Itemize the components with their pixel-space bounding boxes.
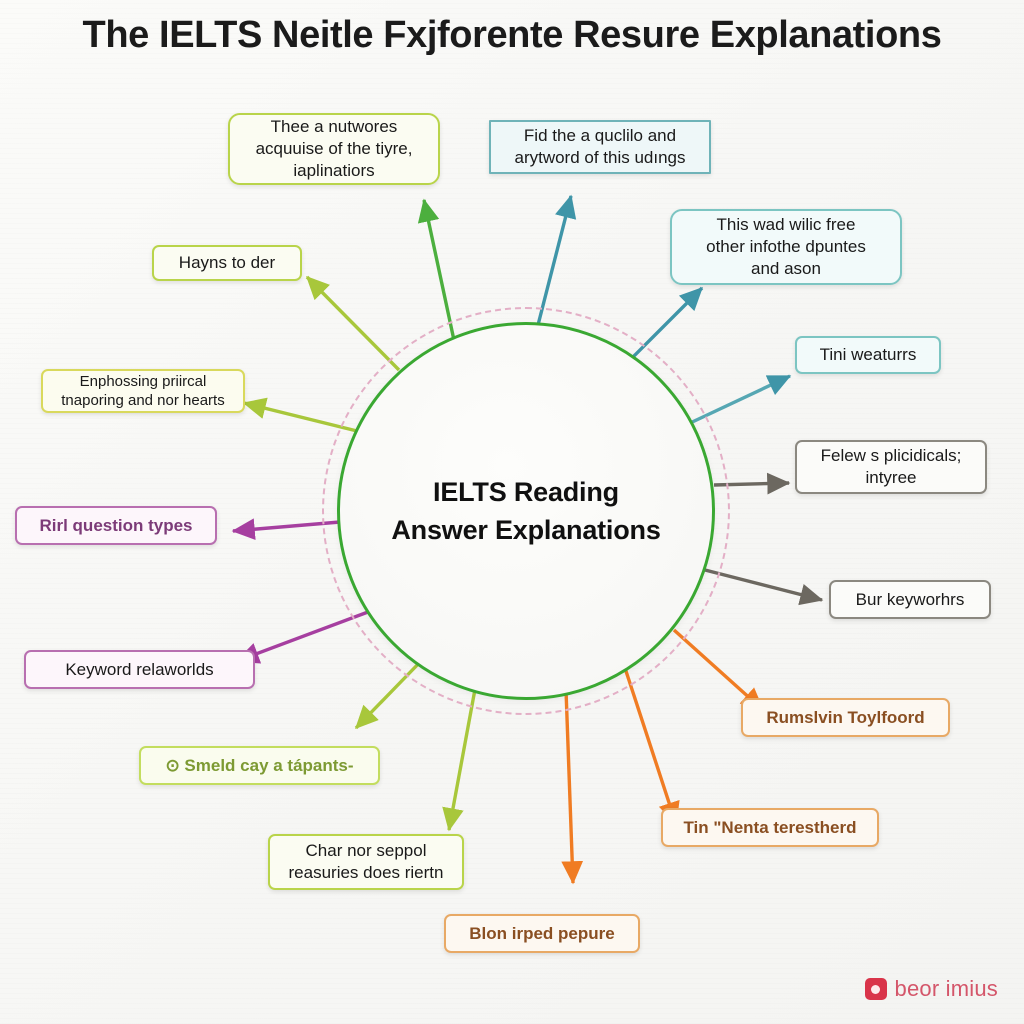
hub-label: IELTS Reading Answer Explanations: [391, 473, 660, 550]
node-left-lower[interactable]: Keyword relaworlds: [24, 650, 255, 689]
node-left-upper-label: Enphossing priircal tnaporing and nor he…: [61, 372, 224, 410]
node-right-upper-label: Tini weaturrs: [819, 345, 917, 365]
node-line: and ason: [751, 258, 821, 278]
hub-label-line2: Answer Explanations: [391, 515, 661, 545]
connector-bottom-right-upper: [672, 628, 765, 712]
connector-bottom-left-upper: [354, 656, 426, 730]
node-bottom-left-upper-label: ⊙ Smeld cay a tápants-: [165, 755, 354, 775]
connector-left-lower: [235, 610, 369, 664]
node-line: This wad wilic free: [716, 215, 856, 235]
node-top-center[interactable]: Fid the a quclilo and arytword of this u…: [489, 120, 711, 174]
page-title: The IELTS Neitle Fxjforente Resure Expla…: [82, 14, 942, 56]
node-top-center-label: Fid the a quclilo and arytword of this u…: [514, 125, 685, 169]
node-bottom-left-upper[interactable]: ⊙ Smeld cay a tápants-: [139, 746, 380, 785]
node-bottom-right-lower-label: Tin "Nenta terestherd: [683, 817, 857, 837]
node-left-mid[interactable]: Rirl question types: [15, 506, 217, 545]
connector-top-center: [536, 194, 577, 326]
node-line: reasuries does riertn: [288, 863, 444, 882]
node-line: Char nor seppol: [305, 841, 427, 861]
connector-top-left: [417, 198, 457, 346]
node-bottom-left-lower[interactable]: Char nor seppol reasuries does riertn: [268, 834, 464, 890]
node-line: iaplinatiors: [293, 160, 375, 180]
node-bottom-left-lower-label: Char nor seppol reasuries does riertn: [289, 840, 444, 884]
node-line: arytword of this udıngs: [514, 148, 686, 167]
node-line: acquuise of the tiyre,: [255, 139, 413, 159]
connector-right-mid: [713, 472, 791, 495]
node-top-right-label: This wad wilic free other infothe dpunte…: [706, 214, 866, 279]
node-top-left[interactable]: Thee a nutwores acquuise of the tiyre, i…: [228, 113, 440, 185]
connector-bottom-right-lower: [622, 664, 680, 826]
node-right-mid[interactable]: Felew s plicidicals; intyree: [795, 440, 987, 494]
node-line: Enphossing priircal: [79, 372, 207, 390]
node-left-top[interactable]: Hayns to der: [152, 245, 302, 281]
connector-bottom-center: [561, 689, 584, 885]
connector-right-lower: [704, 568, 824, 606]
node-bottom-right-lower[interactable]: Tin "Nenta terestherd: [661, 808, 879, 847]
node-right-mid-label: Felew s plicidicals; intyree: [821, 445, 962, 489]
hub-label-line1: IELTS Reading: [433, 476, 619, 507]
central-hub[interactable]: IELTS Reading Answer Explanations: [337, 322, 715, 700]
node-top-left-label: Thee a nutwores acquuise of the tiyre, i…: [256, 116, 413, 181]
node-line: intyree: [865, 468, 917, 487]
connector-left-top: [305, 275, 401, 372]
connector-left-upper: [242, 397, 358, 433]
node-bottom-center-label: Blon irped pepure: [469, 923, 615, 943]
node-right-upper[interactable]: Tini weaturrs: [795, 336, 941, 374]
node-left-lower-label: Keyword relaworlds: [65, 659, 214, 679]
node-line: Thee a nutwores: [270, 117, 398, 137]
node-bottom-center[interactable]: Blon irped pepure: [444, 914, 640, 953]
node-top-right[interactable]: This wad wilic free other infothe dpunte…: [670, 209, 902, 285]
node-line: Felew s plicidicals;: [820, 446, 962, 466]
watermark-logo-icon: [864, 978, 887, 1000]
connector-top-right: [625, 286, 704, 365]
node-line: other infothe dpuntes: [706, 237, 866, 257]
connector-bottom-left-lower: [442, 672, 480, 832]
node-left-upper[interactable]: Enphossing priircal tnaporing and nor he…: [41, 369, 245, 413]
node-left-mid-label: Rirl question types: [39, 515, 193, 535]
node-right-lower[interactable]: Bur keyworhrs: [829, 580, 991, 619]
connector-left-mid: [231, 518, 341, 541]
watermark-text: beor imius: [894, 976, 998, 1001]
node-bottom-right-upper[interactable]: Rumslvin Toylfoord: [741, 698, 950, 737]
node-bottom-right-upper-label: Rumslvin Toylfoord: [766, 707, 925, 727]
node-right-lower-label: Bur keyworhrs: [855, 589, 965, 609]
node-line: tnaporing and nor hearts: [61, 392, 225, 409]
connector-right-upper: [687, 374, 792, 426]
node-left-top-label: Hayns to der: [178, 253, 276, 273]
watermark: beor imius: [864, 976, 998, 1002]
node-line: Fid the a quclilo and: [523, 126, 677, 146]
